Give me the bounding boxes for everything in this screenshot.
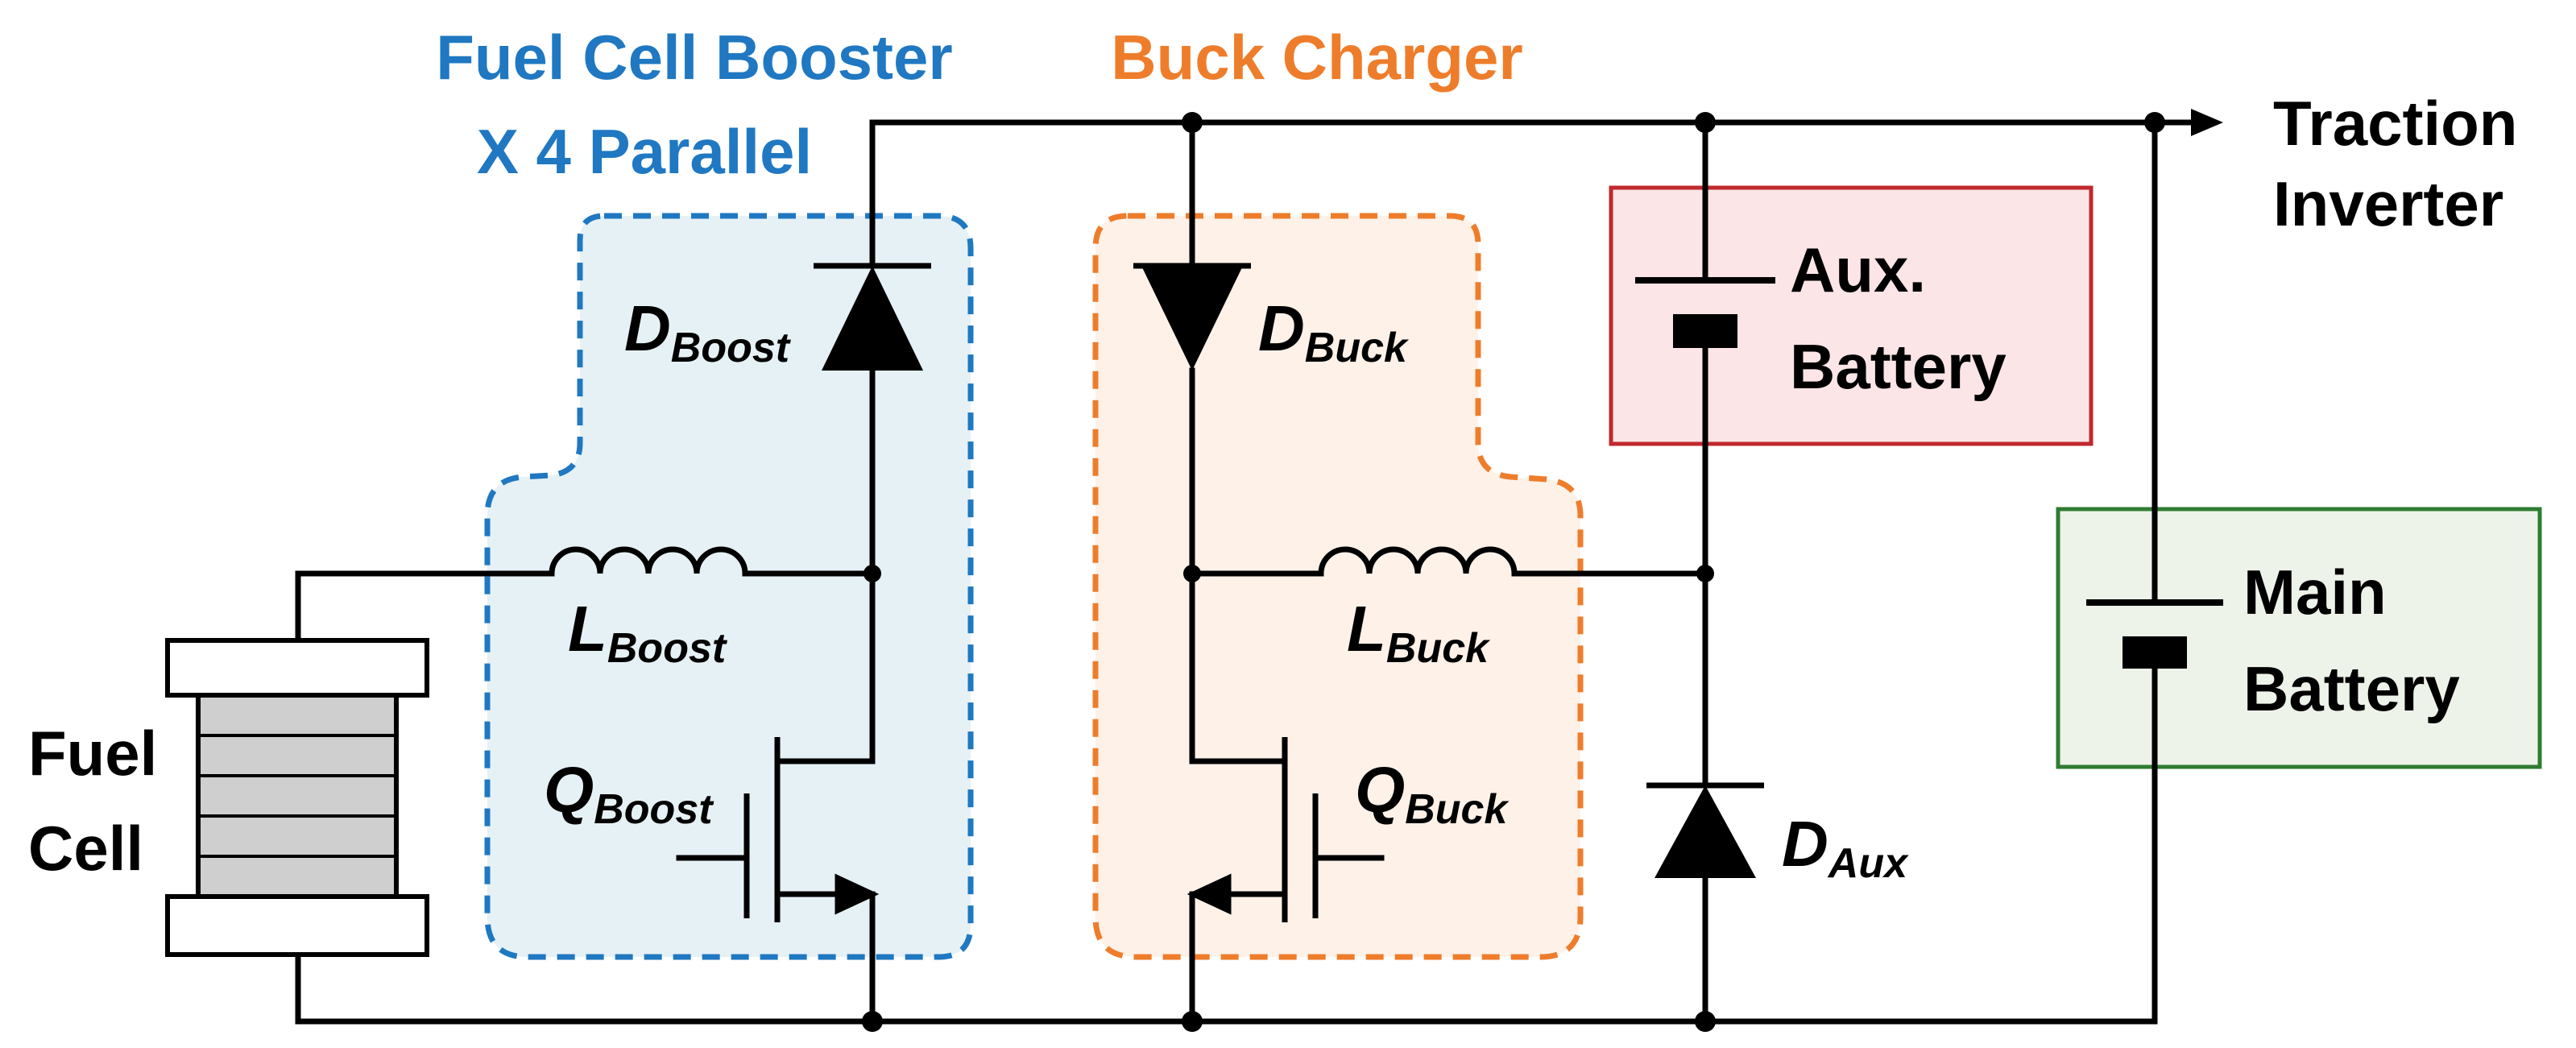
d-boost-diode [814, 263, 931, 371]
d-buck-label: DBuck [1258, 292, 1410, 371]
q-buck-label: QBuck [1355, 754, 1510, 833]
l-boost-inductor [549, 546, 748, 574]
q-boost-mosfet [743, 737, 880, 922]
l-buck-inductor [1318, 546, 1518, 574]
buck-title: Buck Charger [1111, 22, 1523, 93]
traction-inverter-line1: Traction [2273, 88, 2517, 159]
main-battery-label-line2: Battery [2243, 653, 2460, 724]
booster-title-line1: Fuel Cell Booster [436, 22, 952, 93]
main-battery-symbol [2086, 599, 2223, 669]
d-aux-label: DAux [1782, 808, 1909, 887]
traction-inverter-line2: Inverter [2273, 168, 2504, 239]
l-buck-label: LBuck [1347, 593, 1491, 672]
d-boost-label: DBoost [624, 292, 792, 371]
fuel-cell-label-line1: Fuel [28, 718, 157, 789]
fuel-cell-stack [165, 638, 429, 957]
aux-battery-label-line1: Aux. [1790, 234, 1926, 305]
aux-battery-label-line2: Battery [1790, 331, 2007, 402]
q-boost-label: QBoost [544, 754, 714, 833]
junction-dots [862, 112, 2165, 1032]
d-buck-diode [1133, 263, 1251, 371]
l-boost-label: LBoost [568, 593, 728, 672]
q-buck-mosfet [1187, 737, 1319, 922]
fuel-cell-label-line2: Cell [28, 813, 143, 884]
output-arrow-icon [2191, 109, 2223, 136]
main-battery-label-line1: Main [2243, 557, 2387, 628]
booster-region [484, 213, 974, 960]
booster-title-line2: X 4 Parallel [477, 116, 812, 187]
aux-battery-symbol [1635, 277, 1775, 348]
buck-charger-region [1092, 213, 1584, 960]
d-aux-diode [1646, 782, 1764, 878]
